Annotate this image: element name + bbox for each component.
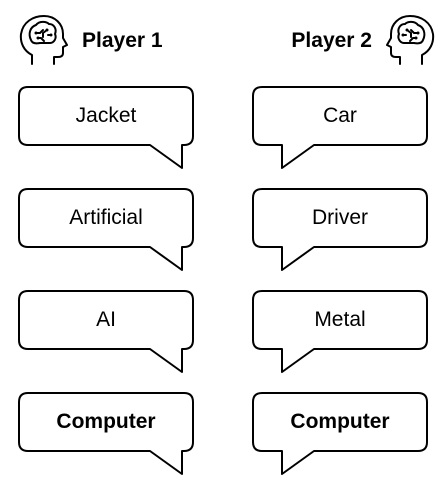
speech-bubble-shape — [252, 188, 428, 271]
bubble-word: Jacket — [75, 104, 137, 127]
speech-bubble-shape — [18, 392, 194, 475]
player-2-name: Player 2 — [291, 29, 372, 52]
bubble-word: Car — [323, 104, 357, 127]
speech-bubble-shape — [18, 290, 194, 373]
speech-bubble-shape — [18, 86, 194, 169]
player-1-bubble-2: Artificial — [18, 188, 198, 274]
player-1-bubble-1: Jacket — [18, 86, 198, 172]
player-2-bubble-2: Driver — [252, 188, 432, 274]
bubble-word-final: Computer — [290, 410, 390, 433]
speech-bubble-shape — [18, 188, 194, 271]
player-2-bubble-4: Computer — [252, 392, 432, 478]
speech-bubble-shape — [252, 392, 428, 475]
bubble-word: Artificial — [69, 206, 143, 229]
player-2-header: Player 2 — [291, 14, 436, 68]
brain-head-icon — [386, 15, 435, 65]
speech-bubble-shape — [252, 290, 428, 373]
player-1-name: Player 1 — [82, 29, 163, 52]
player-2-bubble-3: Metal — [252, 290, 432, 376]
bubble-word-final: Computer — [56, 410, 156, 433]
player-1-bubble-4: Computer — [18, 392, 198, 478]
bubble-word: AI — [96, 308, 116, 331]
brain-head-icon — [19, 15, 68, 65]
bubble-word: Driver — [312, 206, 368, 229]
bubble-word: Metal — [314, 308, 366, 331]
player-1-bubble-3: AI — [18, 290, 198, 376]
speech-bubble-shape — [252, 86, 428, 169]
player-2-bubble-1: Car — [252, 86, 432, 172]
player-1-header: Player 1 — [18, 14, 163, 68]
